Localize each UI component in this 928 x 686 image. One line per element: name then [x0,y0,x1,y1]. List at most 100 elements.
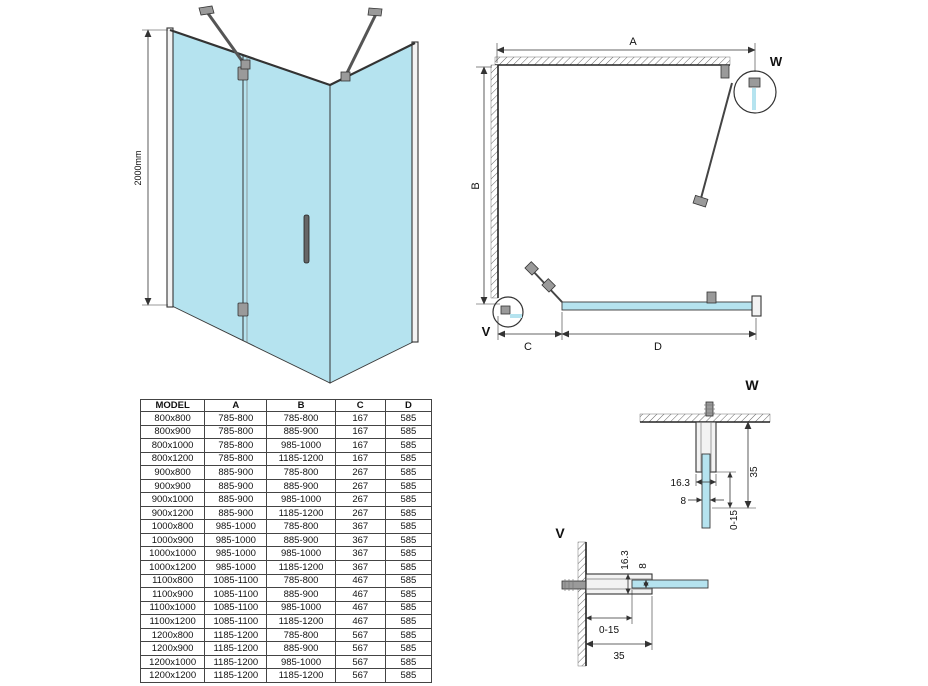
table-cell: 985-1000 [204,560,268,575]
dimension-c: C [497,312,563,353]
dim-v-profile: 16.3 [620,550,631,595]
dim-w-glass: 8 [680,496,724,507]
table-cell: 885-900 [204,505,268,521]
table-cell: 585 [384,573,433,589]
top-edge-front [169,28,331,87]
table-cell: 585 [384,451,433,467]
table-cell: 367 [334,560,386,575]
detail-v-drawing: V 16.3 8 [555,525,709,667]
table-cell: 1200x800 [139,627,206,643]
table-cell: 985-1000 [266,438,336,453]
glass-front-panel [169,29,331,384]
table-cell: 885-900 [204,478,268,494]
table-cell: 585 [384,465,433,480]
table-cell: 1100x1200 [139,614,206,629]
table-cell: 585 [384,438,433,453]
table-cell: 785-800 [204,411,268,426]
front-view-drawing: 2000mm [133,5,419,384]
hinge-bottom-icon [237,302,249,317]
table-cell: 167 [334,424,386,440]
table-cell: 785-800 [204,451,268,467]
detail-w-drawing: W 16.3 [639,377,771,530]
dim-v-glass: 8 [638,563,649,589]
table-cell: 585 [384,424,433,440]
left-wall-hatch [490,64,499,299]
table-cell: 585 [384,505,433,521]
detail-v-label: V [482,324,491,339]
table-cell: 900x800 [139,465,206,480]
table-cell: 800x1000 [139,438,206,453]
door-open-plan [692,64,733,208]
table-cell: 1185-1200 [266,451,336,467]
table-cell: 467 [334,600,386,616]
glass-side-panel [329,42,416,384]
table-cell: 467 [334,573,386,589]
table-header-cell: A [204,399,268,412]
wall-profile-right [411,41,419,343]
svg-text:35: 35 [749,466,760,478]
table-cell: 1185-1200 [266,560,336,575]
table-cell: 885-900 [266,641,336,656]
table-cell: 785-800 [266,519,336,534]
table-cell: 167 [334,438,386,453]
table-cell: 885-900 [204,465,268,480]
table-cell: 467 [334,587,386,602]
table-cell: 367 [334,519,386,534]
table-cell: 1100x900 [139,587,206,602]
table-cell: 1100x800 [139,573,206,589]
table-cell: 885-900 [266,587,336,602]
table-cell: 567 [334,668,386,683]
hinge-hardware-plan [524,261,563,303]
table-cell: 1185-1200 [266,668,336,683]
table-cell: 1185-1200 [204,654,268,670]
table-cell: 585 [384,627,433,643]
svg-text:0-15: 0-15 [729,510,740,530]
table-cell: 885-900 [266,532,336,548]
detail-w-marker: W [733,54,783,114]
dim-d-label: D [654,341,662,353]
table-cell: 585 [384,411,433,426]
table-cell: 367 [334,546,386,561]
table-header-cell: D [384,399,433,412]
table-cell: 1085-1100 [204,573,268,589]
table-cell: 900x1000 [139,492,206,507]
anchor-bolt-v [561,579,587,591]
table-cell: 1085-1100 [204,614,268,629]
table-cell: 1200x900 [139,641,206,656]
table-cell: 1185-1200 [204,627,268,643]
table-cell: 585 [384,532,433,548]
dim-v-adjust: 0-15 [585,590,633,636]
side-panel-plan [561,291,762,317]
table-cell: 800x900 [139,424,206,440]
table-cell: 885-900 [266,424,336,440]
height-dimension: 2000mm [133,29,168,306]
table-cell: 985-1000 [204,532,268,548]
svg-text:0-15: 0-15 [599,625,619,636]
glass-w [701,453,711,529]
table-cell: 1000x1000 [139,546,206,561]
dim-c-label: C [524,341,532,353]
height-dimension-label: 2000mm [133,150,143,185]
table-cell: 1085-1100 [204,587,268,602]
table-header-cell: B [266,399,336,412]
detail-w-label: W [770,54,783,69]
table-cell: 885-900 [266,478,336,494]
table-cell: 1000x1200 [139,560,206,575]
wall-hatch-v [577,541,587,667]
table-header-cell: C [334,399,386,412]
table-cell: 585 [384,478,433,494]
table-cell: 1185-1200 [266,614,336,629]
door-handle [303,214,310,264]
table-cell: 585 [384,654,433,670]
dimension-b: B [470,66,500,305]
table-cell: 785-800 [204,438,268,453]
table-cell: 1200x1200 [139,668,206,683]
